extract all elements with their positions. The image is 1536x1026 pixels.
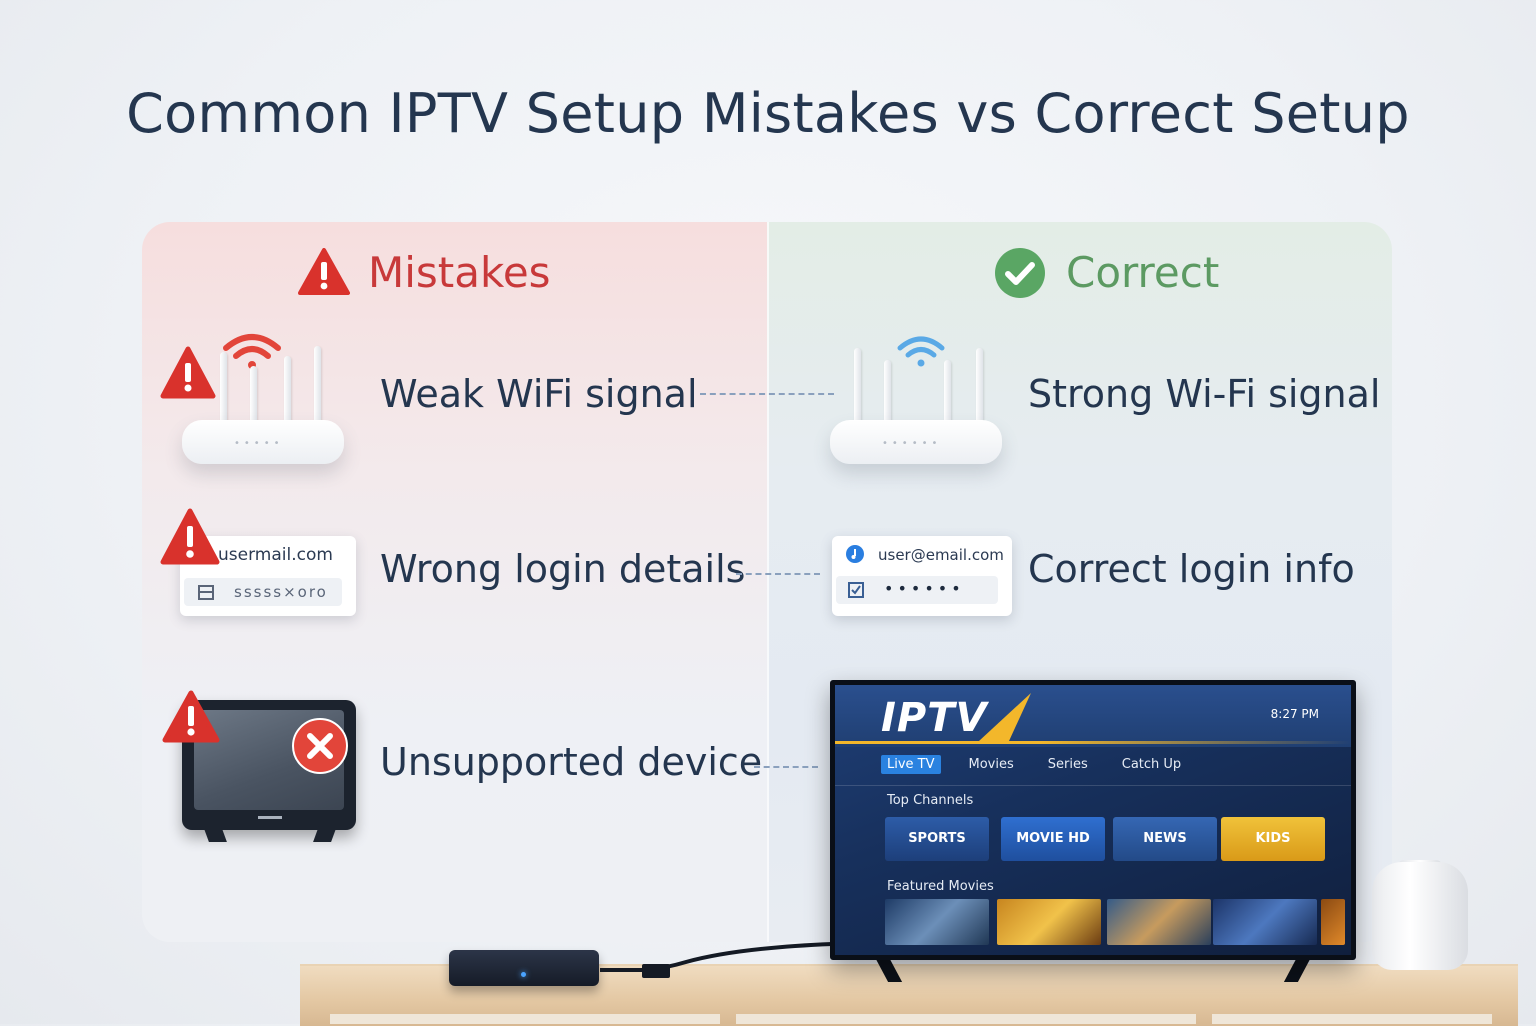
page-title: Common IPTV Setup Mistakes vs Correct Se… (126, 82, 1410, 145)
tab-series[interactable]: Series (1047, 757, 1088, 772)
password-field: sssss×oro (184, 578, 342, 606)
router-body: •••••• (830, 420, 1002, 464)
iptv-tv: IPTV 8:27 PM Live TV Movies Series Catch Up… (830, 680, 1356, 960)
password-value: sssss×oro (234, 583, 328, 601)
movie-poster[interactable] (1107, 899, 1211, 945)
check-circle-icon (995, 248, 1045, 298)
cable (600, 942, 833, 978)
wrong-login-label: Wrong login details (380, 547, 746, 591)
vase (1372, 862, 1468, 970)
unsupported-device-label: Unsupported device (380, 740, 763, 784)
user-icon (846, 545, 864, 563)
close-icon (292, 718, 348, 774)
featured-movies-label: Featured Movies (887, 879, 994, 894)
tab-movies[interactable]: Movies (968, 757, 1014, 772)
connector-line (736, 573, 820, 575)
channel-kids[interactable]: KIDS (1221, 817, 1325, 861)
correct-heading: Correct (1066, 248, 1220, 297)
strong-wifi-label: Strong Wi-Fi signal (1028, 372, 1381, 416)
logo-swoosh-icon (979, 693, 1031, 741)
streaming-box (449, 950, 599, 986)
movie-poster[interactable] (885, 899, 989, 945)
channel-sports[interactable]: SPORTS (885, 817, 989, 861)
mistakes-heading: Mistakes (368, 248, 551, 297)
password-field: •••••• (836, 576, 998, 604)
weak-wifi-label: Weak WiFi signal (380, 372, 698, 416)
router-body: ••••• (182, 420, 344, 464)
channel-movie-hd[interactable]: MOVIE HD (1001, 817, 1105, 861)
top-channels-label: Top Channels (887, 793, 974, 808)
iptv-logo: IPTV (881, 695, 988, 741)
column-divider (767, 222, 769, 942)
checkbox-icon (848, 582, 864, 598)
tv-nav: Live TV Movies Series Catch Up (881, 755, 1209, 774)
email-field: user@email.com (878, 546, 1004, 564)
movie-poster[interactable] (997, 899, 1101, 945)
warning-icon (160, 346, 216, 399)
movie-poster[interactable] (1213, 899, 1317, 945)
warning-icon (160, 508, 220, 565)
movie-poster[interactable] (1321, 899, 1345, 945)
lock-icon (198, 585, 214, 600)
tv-clock: 8:27 PM (1270, 707, 1319, 721)
email-field: usermail.com (218, 545, 333, 565)
tab-catch-up[interactable]: Catch Up (1121, 757, 1182, 772)
password-value: •••••• (884, 579, 965, 598)
correct-login-card: user@email.com •••••• (832, 536, 1012, 616)
warning-icon (162, 690, 220, 743)
connector-line (700, 393, 834, 395)
channel-news[interactable]: NEWS (1113, 817, 1217, 861)
correct-login-label: Correct login info (1028, 547, 1355, 591)
tab-live-tv[interactable]: Live TV (881, 755, 941, 774)
connector-line (754, 766, 818, 768)
strong-wifi-icon (897, 336, 945, 367)
warning-icon (298, 248, 350, 295)
